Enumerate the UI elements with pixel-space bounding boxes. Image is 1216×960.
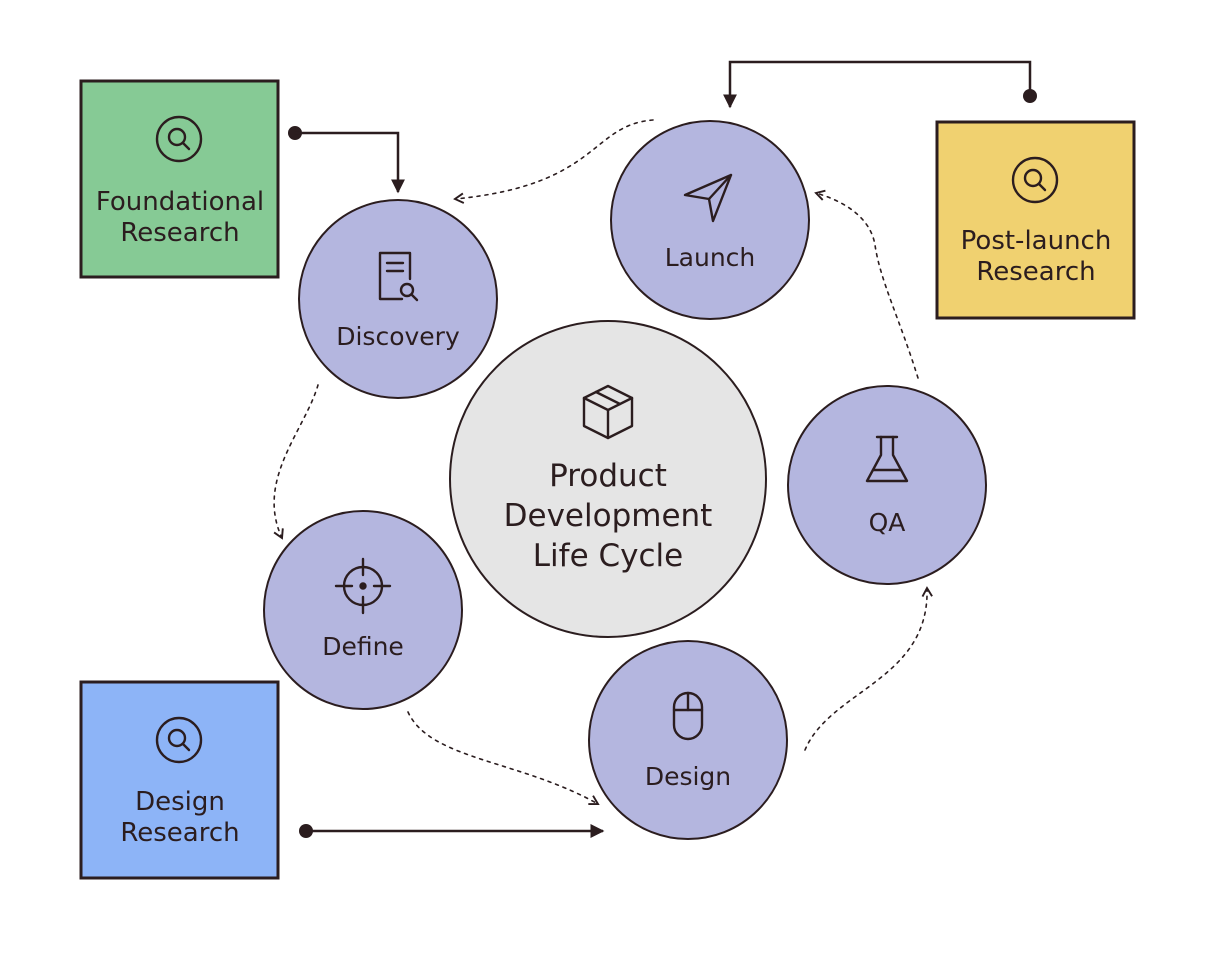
connector-qa-to-launch: [814, 189, 919, 379]
research-box-foundational: Foundational Research: [79, 79, 280, 279]
connector-foundational-to-discovery: [288, 126, 405, 194]
research-label-foundational-line2: Research: [120, 218, 239, 248]
research-label-post-launch-line1: Post-launch: [961, 226, 1112, 256]
stage-label-launch: Launch: [665, 243, 756, 272]
stage-launch: Launch: [610, 120, 810, 320]
research-label-design-line1: Design: [135, 787, 225, 817]
center-title-line1: Product: [549, 458, 667, 494]
magnifier-icon: [155, 716, 203, 764]
stage-design: Design: [588, 640, 788, 840]
stage-label-design: Design: [645, 762, 731, 791]
connector-postlaunch-to-launch: [723, 60, 1037, 109]
stage-label-discovery: Discovery: [336, 322, 460, 351]
stage-qa: QA: [787, 385, 987, 585]
research-label-foundational-line1: Foundational: [96, 187, 264, 217]
stage-discovery: Discovery: [298, 199, 498, 399]
research-box-post-launch: Post-launch Research: [935, 120, 1136, 320]
stage-define: Define: [263, 510, 463, 710]
magnifier-icon: [1011, 156, 1059, 204]
document-search-icon: [378, 251, 419, 302]
connector-launch-to-discovery: [453, 119, 654, 204]
research-label-post-launch-line2: Research: [976, 257, 1095, 287]
box-icon: [582, 384, 634, 440]
magnifier-icon: [155, 115, 203, 163]
flask-icon: [865, 435, 909, 483]
stage-label-define: Define: [322, 632, 404, 661]
mouse-icon: [672, 691, 704, 741]
connector-define-to-design: [407, 711, 600, 806]
connector-design-research-to-design: [299, 824, 605, 838]
center-title-line2: Development: [504, 498, 713, 534]
crosshair-icon: [334, 557, 392, 615]
research-label-design-line2: Research: [120, 818, 239, 848]
research-box-design: Design Research: [79, 680, 280, 880]
center-node: Product Development Life Cycle: [449, 320, 767, 638]
stage-label-qa: QA: [869, 508, 906, 537]
paper-plane-icon: [683, 173, 733, 223]
center-title-line3: Life Cycle: [533, 538, 683, 574]
connector-design-to-qa: [804, 586, 933, 751]
connector-discovery-to-define: [273, 384, 319, 540]
